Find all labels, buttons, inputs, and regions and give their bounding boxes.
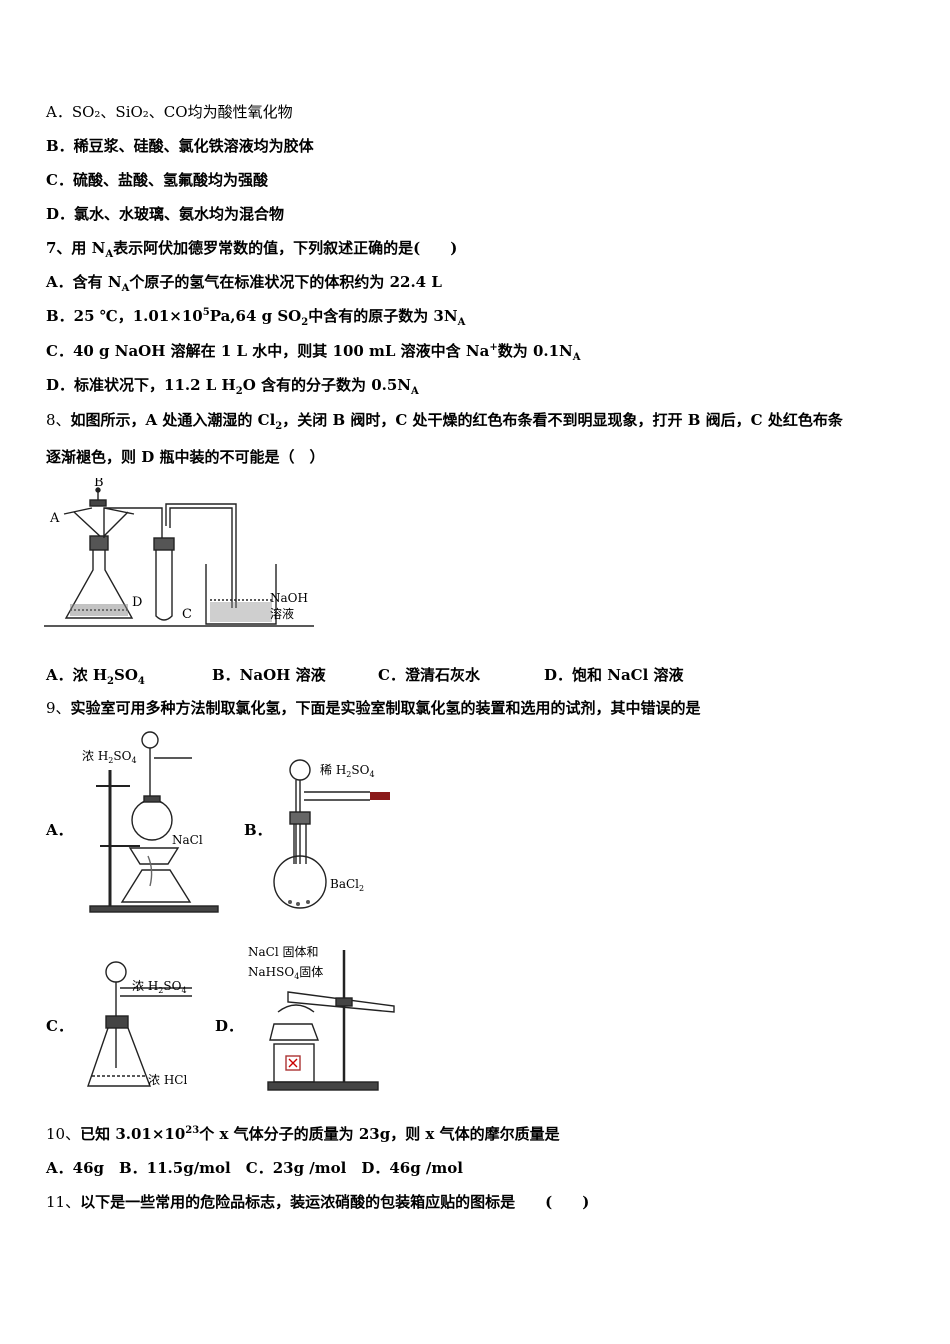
q9-label-c: C． <box>46 1017 73 1035</box>
q9-figure-a: 浓 H2SO4 NaCl <box>82 731 219 913</box>
fig9c-acid-label: 浓 H2SO4 <box>132 979 187 995</box>
q9-label-b: B． <box>244 821 272 839</box>
q8-options: A．浓 H2SO4 B．NaOH 溶液 C．澄清石灰水 D．饱和 NaCl 溶液 <box>46 664 684 687</box>
fig9b-tube-end <box>370 792 390 800</box>
fig8-label-naoh: NaOH <box>270 591 308 605</box>
q7-stem: 7、用 NA表示阿伏加德罗常数的值，下列叙述正确的是( ) <box>46 239 458 260</box>
q8-option-c: C．澄清石灰水 <box>378 666 480 684</box>
q10-options: A．46g B．11.5g/mol C．23g /mol D．46g /mol <box>46 1159 463 1177</box>
q6-option-b: B．稀豆浆、硅酸、氯化铁溶液均为胶体 <box>46 137 314 155</box>
fig9b-acid-label: 稀 H2SO4 <box>320 763 375 779</box>
fig8-label-a: A <box>49 511 60 526</box>
q9-stem: 9、实验室可用多种方法制取氯化氢，下面是实验室制取氯化氢的装置和选用的试剂，其中… <box>46 699 701 717</box>
q8-stem-line1: 8、如图所示，A 处通入潮湿的 Cl2，关闭 B 阀时，C 处干燥的红色布条看不… <box>46 411 843 432</box>
q6-option-c: C．硫酸、盐酸、氢氟酸均为强酸 <box>46 171 268 189</box>
q7-option-c: C．40 g NaOH 溶解在 1 L 水中，则其 100 mL 溶液中含 Na… <box>46 342 581 363</box>
q8-option-b: B．NaOH 溶液 <box>212 666 326 684</box>
fig8-label-solution: 溶液 <box>270 606 294 621</box>
fig9c-liquid-label: 浓 HCl <box>148 1073 187 1087</box>
q8-apparatus-figure: A B C D NaOH 溶液 <box>44 478 314 627</box>
fig9d-line2: NaHSO4固体 <box>248 965 323 981</box>
fig8-label-b: B <box>94 478 104 490</box>
fig9d-line1: NaCl 固体和 <box>248 945 319 959</box>
fig9a-acid-label: 浓 H2SO4 <box>82 749 137 765</box>
q9-figure-b: 稀 H2SO4 BaCl2 <box>273 759 390 909</box>
fig8-label-c: C <box>182 607 192 622</box>
q7-option-a: A．含有 NA个原子的氢气在标准状况下的体积约为 22.4 L <box>46 273 442 294</box>
q11-stem: 11、以下是一些常用的危险品标志，装运浓硝酸的包装箱应贴的图标是 ( ) <box>46 1193 590 1211</box>
fig9b-salt-label: BaCl2 <box>330 877 364 893</box>
q7-option-d: D．标准状况下，11.2 L H2O 含有的分子数为 0.5NA <box>46 376 419 397</box>
q6-option-a: A．SO₂、SiO₂、CO均为酸性氧化物 <box>46 103 293 121</box>
q6-option-d: D．氯水、水玻璃、氨水均为混合物 <box>46 205 285 223</box>
q9-figure-d: NaCl 固体和 NaHSO4固体 <box>248 945 395 1091</box>
fig8-label-d: D <box>132 595 142 610</box>
q8-stem-line2: 逐渐褪色，则 D 瓶中装的不可能是（ ） <box>46 448 325 466</box>
q8-option-a: A．浓 H2SO4 <box>46 666 145 687</box>
q8-option-d: D．饱和 NaCl 溶液 <box>544 666 684 684</box>
q9-figure-c: 浓 H2SO4 浓 HCl <box>87 961 192 1087</box>
q9-label-a: A． <box>46 821 73 839</box>
q10-stem: 10、已知 3.01×1023个 x 气体分子的质量为 23g，则 x 气体的摩… <box>46 1125 560 1143</box>
q7-option-b: B．25 ℃，1.01×105Pa,64 g SO2中含有的原子数为 3NA <box>46 307 466 328</box>
q9-label-d: D． <box>215 1017 244 1035</box>
fig9a-salt-label: NaCl <box>172 833 203 847</box>
